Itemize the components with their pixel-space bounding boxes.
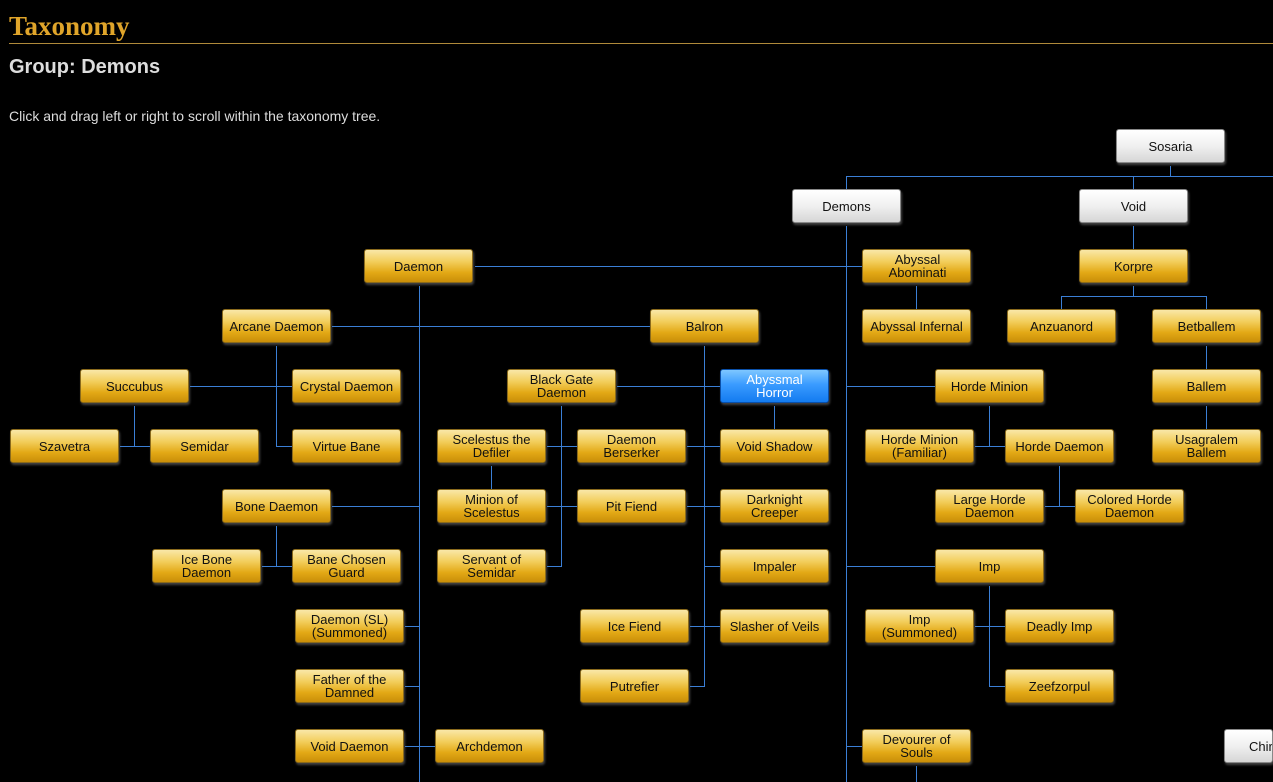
tree-node[interactable]: Void [1079,189,1188,223]
tree-node[interactable]: Putrefier [580,669,689,703]
tree-node[interactable]: Ice Bone Daemon [152,549,261,583]
tree-node[interactable]: Ice Fiend [580,609,689,643]
tree-node[interactable]: Horde Minion (Familiar) [865,429,974,463]
tree-node[interactable]: Horde Daemon [1005,429,1114,463]
tree-node[interactable]: Deadly Imp [1005,609,1114,643]
tree-node[interactable]: Servant of Semidar [437,549,546,583]
tree-node[interactable]: Void Shadow [720,429,829,463]
tree-node[interactable]: Abyssal Infernal [862,309,971,343]
tree-node[interactable]: Virtue Bane [292,429,401,463]
tree-node[interactable]: Daemon Berserker [577,429,686,463]
title-divider [9,43,1273,44]
tree-node[interactable]: Usagralem Ballem [1152,429,1261,463]
tree-node[interactable]: Abyssal Abominati [862,249,971,283]
tree-node[interactable]: Minion of Scelestus [437,489,546,523]
tree-node[interactable]: Void Daemon [295,729,404,763]
tree-node[interactable]: Devourer of Souls [862,729,971,763]
tree-node[interactable]: Father of the Damned [295,669,404,703]
tree-node[interactable]: Ballem [1152,369,1261,403]
tree-node[interactable]: Crystal Daemon [292,369,401,403]
tree-node[interactable]: Semidar [150,429,259,463]
page-title: Taxonomy [9,11,130,41]
tree-node[interactable]: Balron [650,309,759,343]
tree-node[interactable]: Large Horde Daemon [935,489,1044,523]
tree-node[interactable]: Succubus [80,369,189,403]
tree-node[interactable]: Daemon [364,249,473,283]
tree-node[interactable]: Impaler [720,549,829,583]
tree-node[interactable]: Horde Minion [935,369,1044,403]
tree-node[interactable]: Sosaria [1116,129,1225,163]
tree-node[interactable]: Demons [792,189,901,223]
tree-node[interactable]: Black Gate Daemon [507,369,616,403]
tree-node[interactable]: Slasher of Veils [720,609,829,643]
tree-node[interactable]: Colored Horde Daemon [1075,489,1184,523]
tree-node[interactable]: Arcane Daemon [222,309,331,343]
tree-node[interactable]: Archdemon [435,729,544,763]
tree-node[interactable]: Darknight Creeper [720,489,829,523]
tree-node[interactable]: Bane Chosen Guard [292,549,401,583]
tree-node[interactable]: Anzuanord [1007,309,1116,343]
tree-node[interactable]: Zeefzorpul [1005,669,1114,703]
group-title: Group: Demons [9,56,161,78]
tree-node[interactable]: Daemon (SL) (Summoned) [295,609,404,643]
tree-node[interactable]: Korpre [1079,249,1188,283]
tree-node[interactable]: Pit Fiend [577,489,686,523]
instructions-text: Click and drag left or right to scroll w… [9,108,381,124]
tree-node[interactable]: Chir [1224,729,1273,763]
tree-node[interactable]: Bone Daemon [222,489,331,523]
tree-node-selected[interactable]: Abyssmal Horror [720,369,829,403]
tree-node[interactable]: Imp (Summoned) [865,609,974,643]
tree-node[interactable]: Imp [935,549,1044,583]
tree-node[interactable]: Scelestus the Defiler [437,429,546,463]
tree-node[interactable]: Betballem [1152,309,1261,343]
tree-node[interactable]: Szavetra [10,429,119,463]
